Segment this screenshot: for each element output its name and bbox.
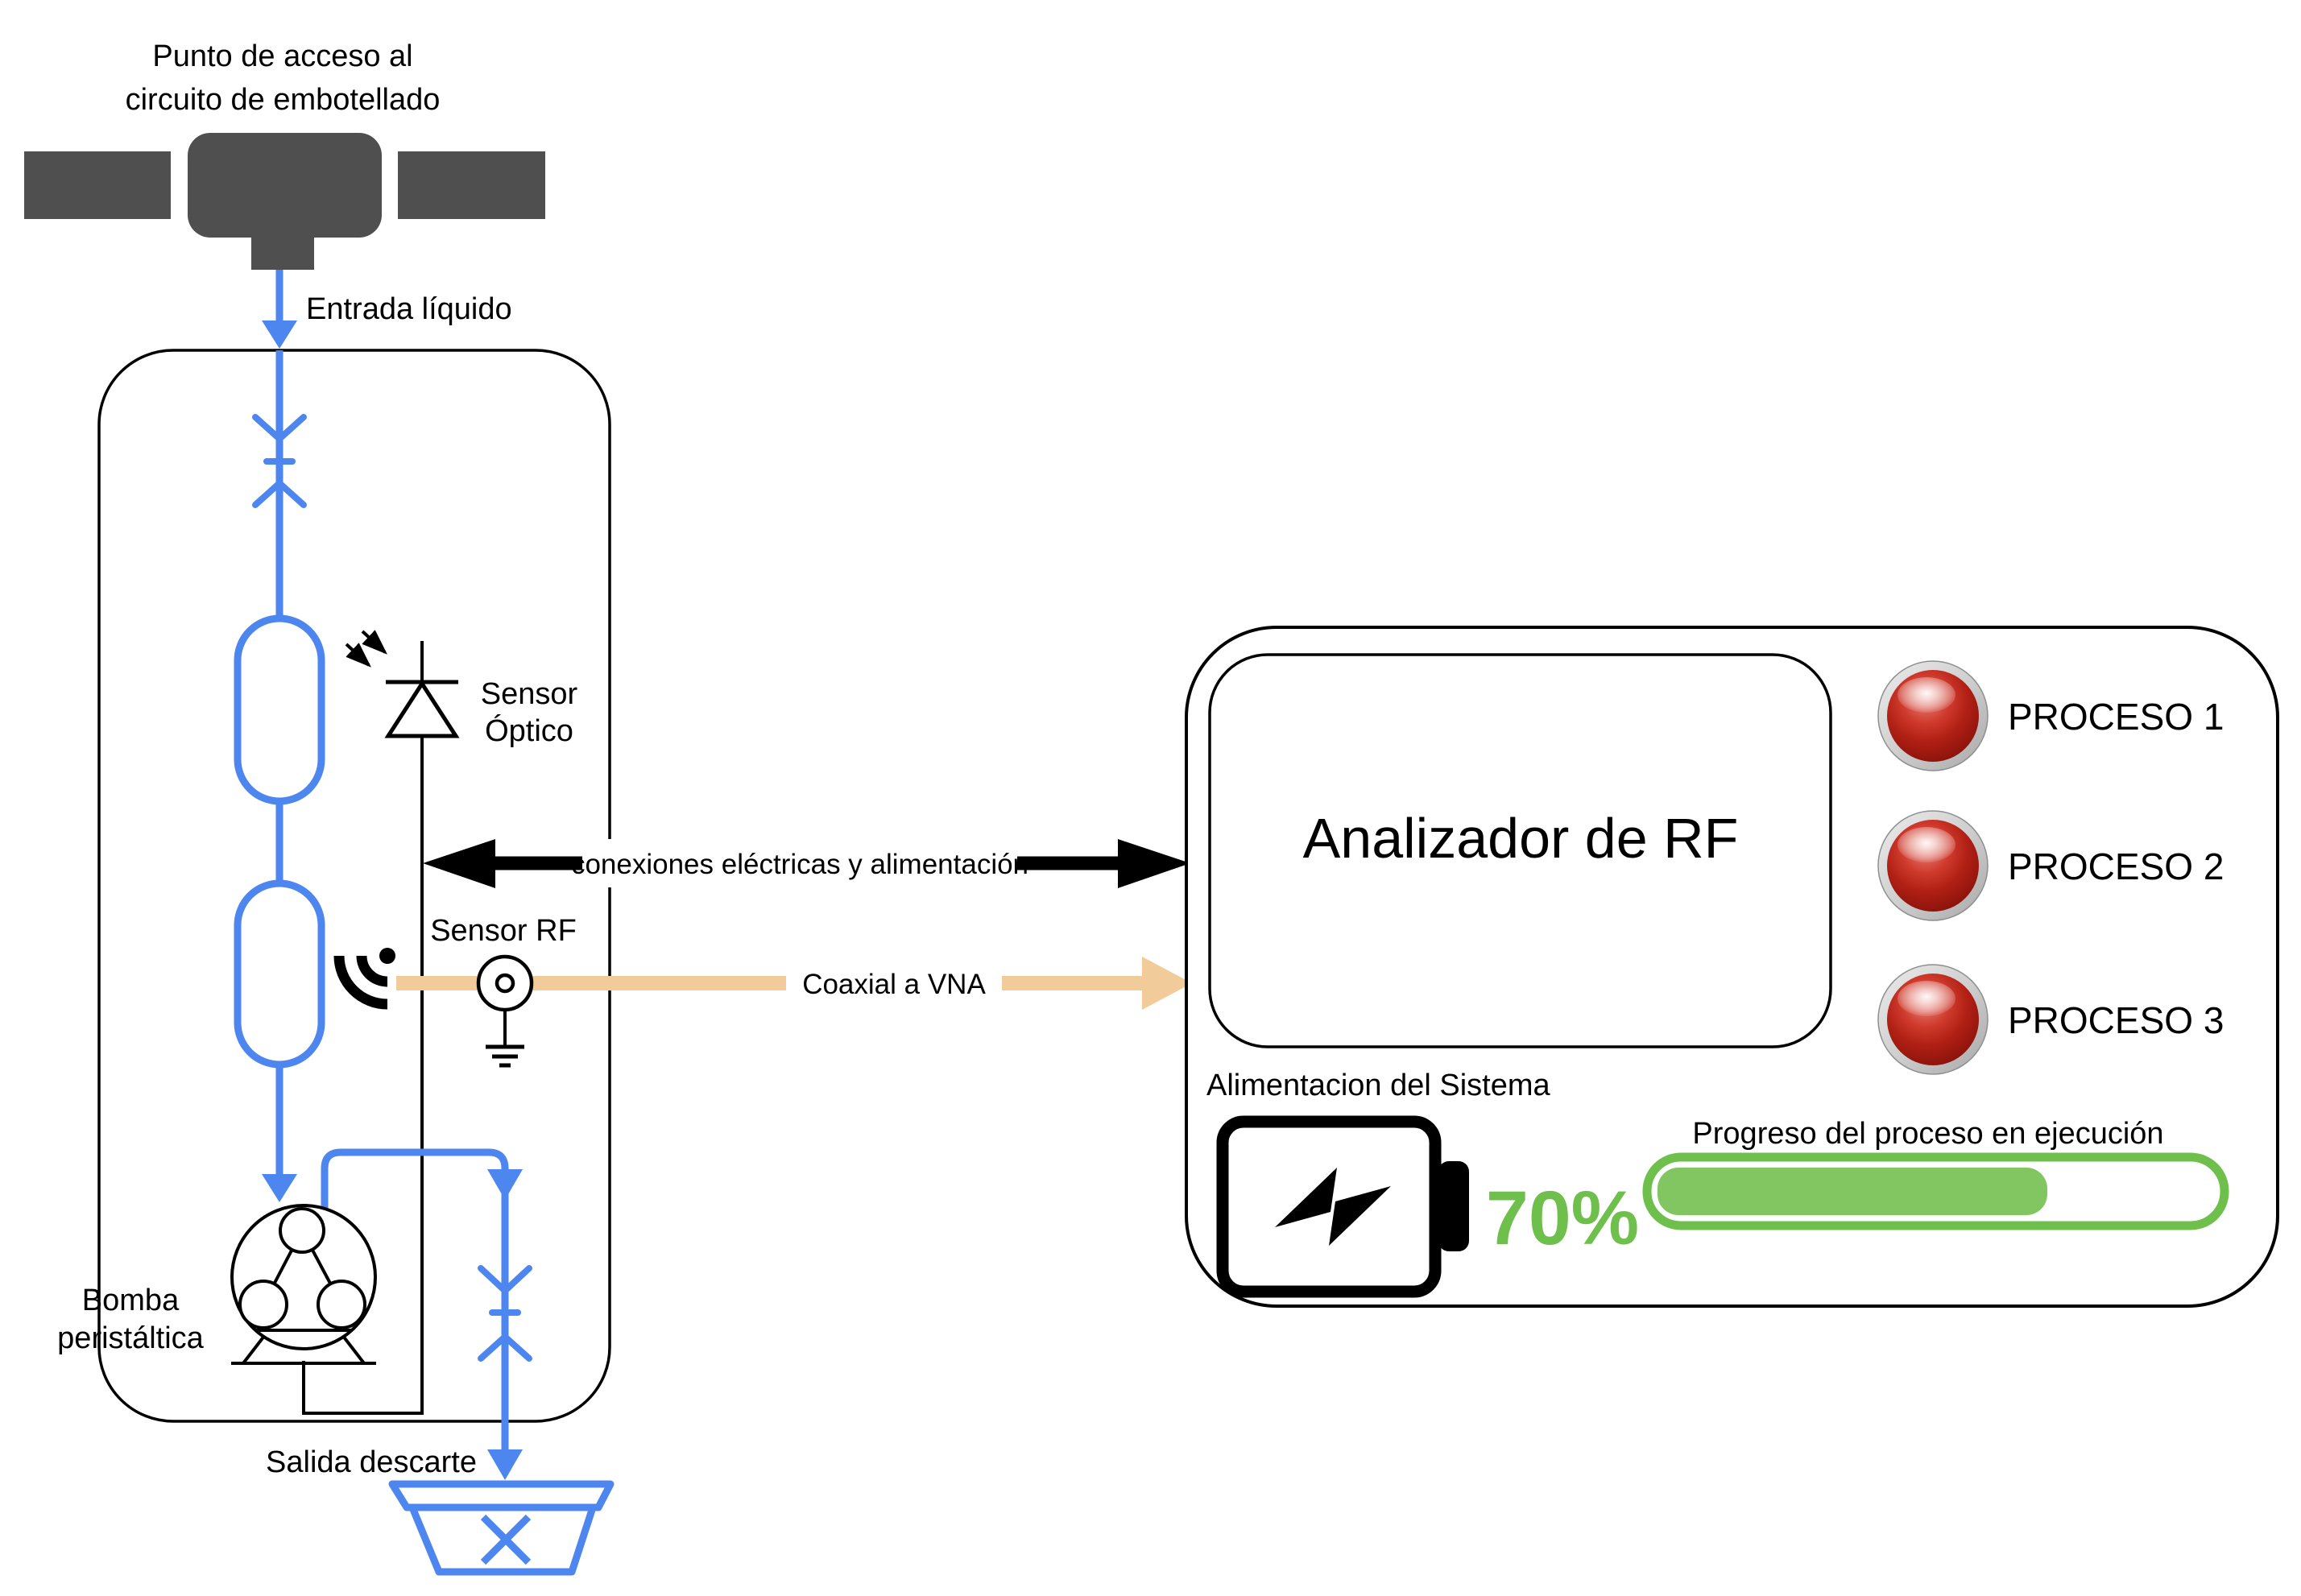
tubing-chamber-1 [234, 614, 325, 805]
process-3-label: PROCESO 3 [2008, 999, 2224, 1041]
liquid-inlet-arrow [262, 270, 297, 349]
process-1-label: PROCESO 1 [2008, 696, 2224, 738]
tubing-chamber-2 [234, 879, 325, 1069]
electrical-label-backing [582, 839, 1017, 887]
discard-label: Salida descarte [266, 1445, 477, 1479]
pump-label-line1: Bomba [82, 1284, 180, 1317]
tubing-discard-branch [321, 1148, 509, 1449]
discard-drain-icon [388, 1480, 615, 1576]
coax-connector-icon [476, 954, 534, 1068]
pipe-tee-icon [24, 133, 545, 270]
check-valve-top-icon [252, 414, 307, 508]
peristaltic-pump-icon [230, 1204, 377, 1365]
rf-sensor-label: Sensor RF [430, 914, 577, 948]
battery-icon [1216, 1115, 1469, 1298]
inlet-label: Entrada líquido [306, 292, 512, 326]
progress-bar [1642, 1152, 2229, 1230]
process-led-1 [1877, 660, 1989, 771]
process-led-2 [1877, 810, 1989, 921]
coax-label-backing [786, 963, 1002, 1005]
analyzer-screen [1208, 653, 1832, 1048]
optical-sensor-icon [345, 630, 460, 738]
optical-sensor-label-line1: Sensor [481, 677, 578, 711]
coax-label: Coaxial a VNA [802, 969, 986, 1000]
progress-fill [1657, 1168, 2047, 1215]
access-point-title-line2: circuito de embotellado [126, 83, 441, 117]
process-2-label: PROCESO 2 [2008, 846, 2224, 887]
check-valve-discard-icon [478, 1265, 532, 1362]
progress-label: Progreso del proceso en ejecución [1692, 1117, 2163, 1151]
flow-arrow-to-drain [487, 1449, 523, 1480]
flow-arrow-branch [487, 1169, 523, 1200]
access-point-title-line1: Punto de acceso al [152, 39, 412, 73]
pump-label-line2: peristáltica [57, 1321, 204, 1355]
optical-sensor-label-line2: Óptico [485, 713, 573, 748]
analyzer-title: Analizador de RF [1303, 807, 1739, 870]
process-led-3 [1877, 964, 1989, 1075]
battery-percent: 70% [1486, 1176, 1639, 1261]
power-label: Alimentacion del Sistema [1206, 1069, 1551, 1102]
sensor-signal-line [302, 736, 424, 1415]
rf-signal-icon [333, 948, 395, 1010]
electrical-label: conexiones eléctricas y alimentación [571, 849, 1028, 880]
flow-arrow-to-pump [262, 1174, 297, 1202]
